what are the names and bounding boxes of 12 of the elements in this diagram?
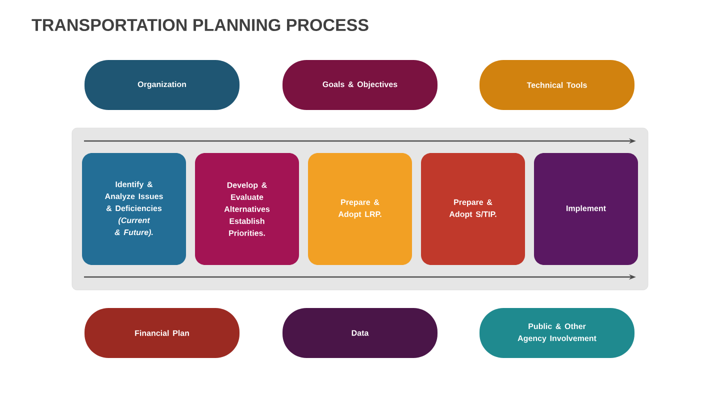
pill-box: Public & Other Agency Involvement	[480, 308, 634, 358]
step-box: Identify & Analyze Issues & Deficiencies (Current & Future).	[82, 153, 186, 265]
pill-box: Financial Plan	[84, 308, 240, 358]
pill-box: Goals & Objectives	[282, 60, 438, 110]
step-box: Prepare & Adopt LRP.	[308, 153, 412, 265]
step-box: Prepare & Adopt S/TIP.	[421, 153, 525, 265]
pill-box: Technical Tools	[480, 60, 634, 110]
pill-box: Organization	[84, 60, 240, 110]
step-box: Implement	[534, 153, 638, 265]
step-box: Develop & Evaluate Alternatives Establish Priorities.	[195, 153, 299, 265]
title: TRANSPORTATION PLANNING PROCESS	[32, 18, 368, 32]
pill-box: Data	[282, 308, 438, 358]
